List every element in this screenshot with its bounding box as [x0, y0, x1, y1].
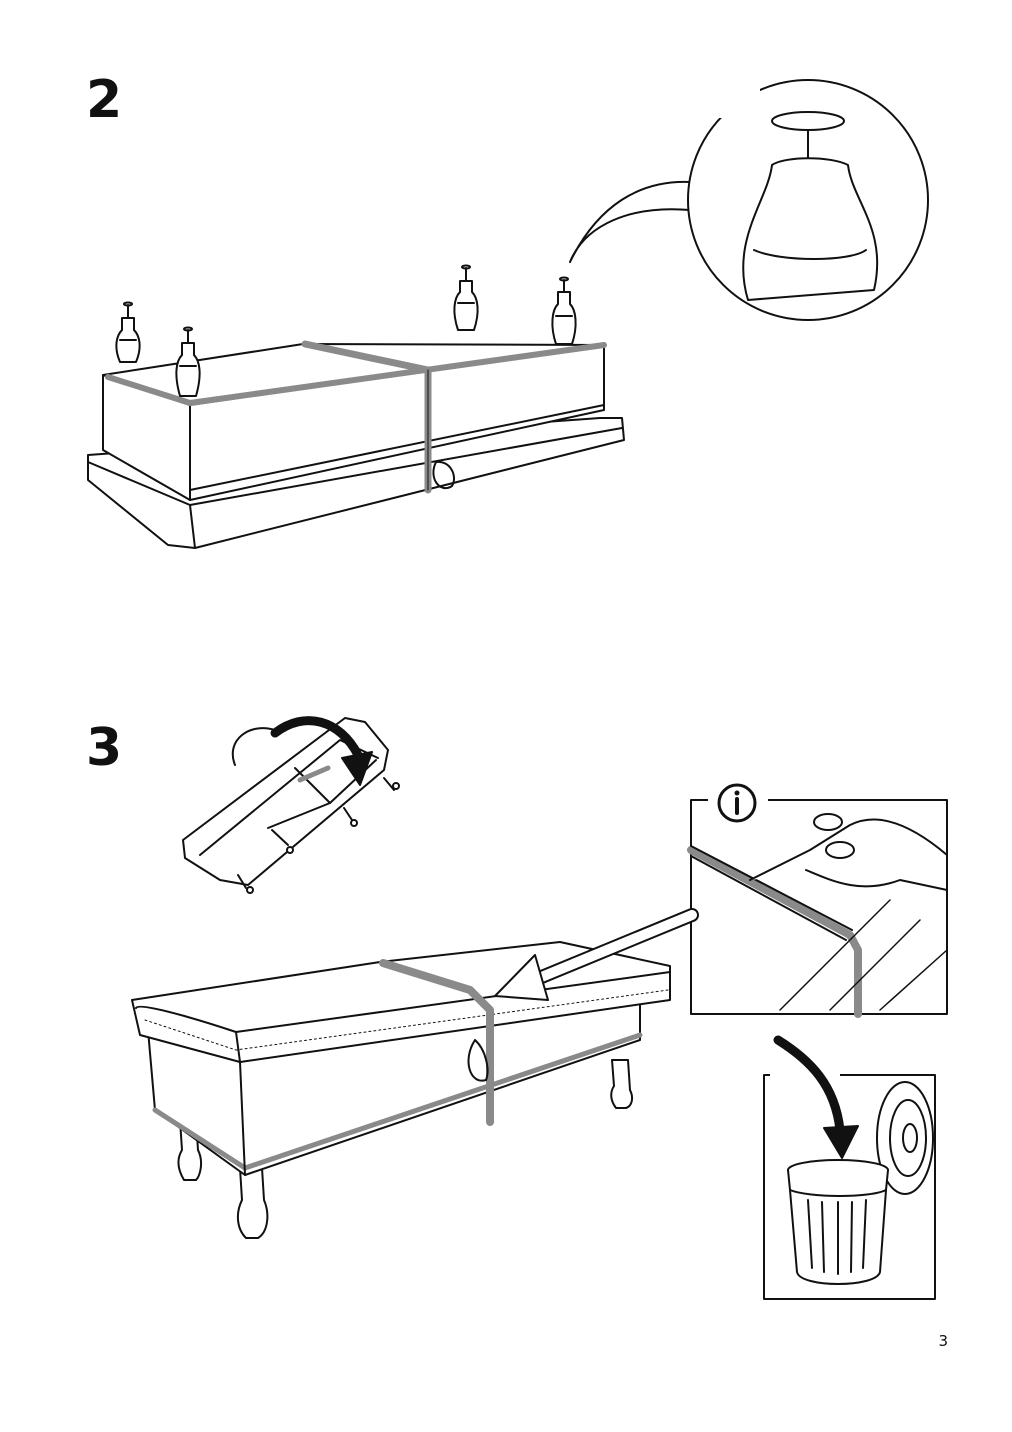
- trash-lid: [876, 1081, 934, 1195]
- flip-footstool-illustration: [182, 717, 400, 894]
- upright-footstool-illustration: [131, 941, 671, 1239]
- dispose-arrow: [773, 1035, 845, 1135]
- page-number: 3: [938, 1332, 948, 1350]
- leg-4: [551, 276, 577, 345]
- step-number-2: 2: [86, 70, 123, 130]
- info-icon: [708, 783, 768, 823]
- leg-detail-callout: [687, 79, 929, 321]
- cut-strap-detail: [687, 799, 948, 1018]
- step-number-3: 3: [86, 718, 123, 778]
- trash-bin-icon: [787, 1159, 889, 1285]
- dispose-detail: [763, 1065, 936, 1300]
- leg-1: [115, 301, 141, 363]
- dispose-arrow-head: [823, 1125, 859, 1159]
- upside-down-footstool-illustration: [87, 264, 625, 549]
- packaging-strap: [105, 340, 607, 494]
- leg-3: [453, 264, 479, 331]
- leg-2: [175, 326, 201, 397]
- rotate-arrow: [270, 716, 363, 760]
- rotate-arrow-head: [341, 751, 373, 786]
- callout-pointer: [569, 180, 691, 263]
